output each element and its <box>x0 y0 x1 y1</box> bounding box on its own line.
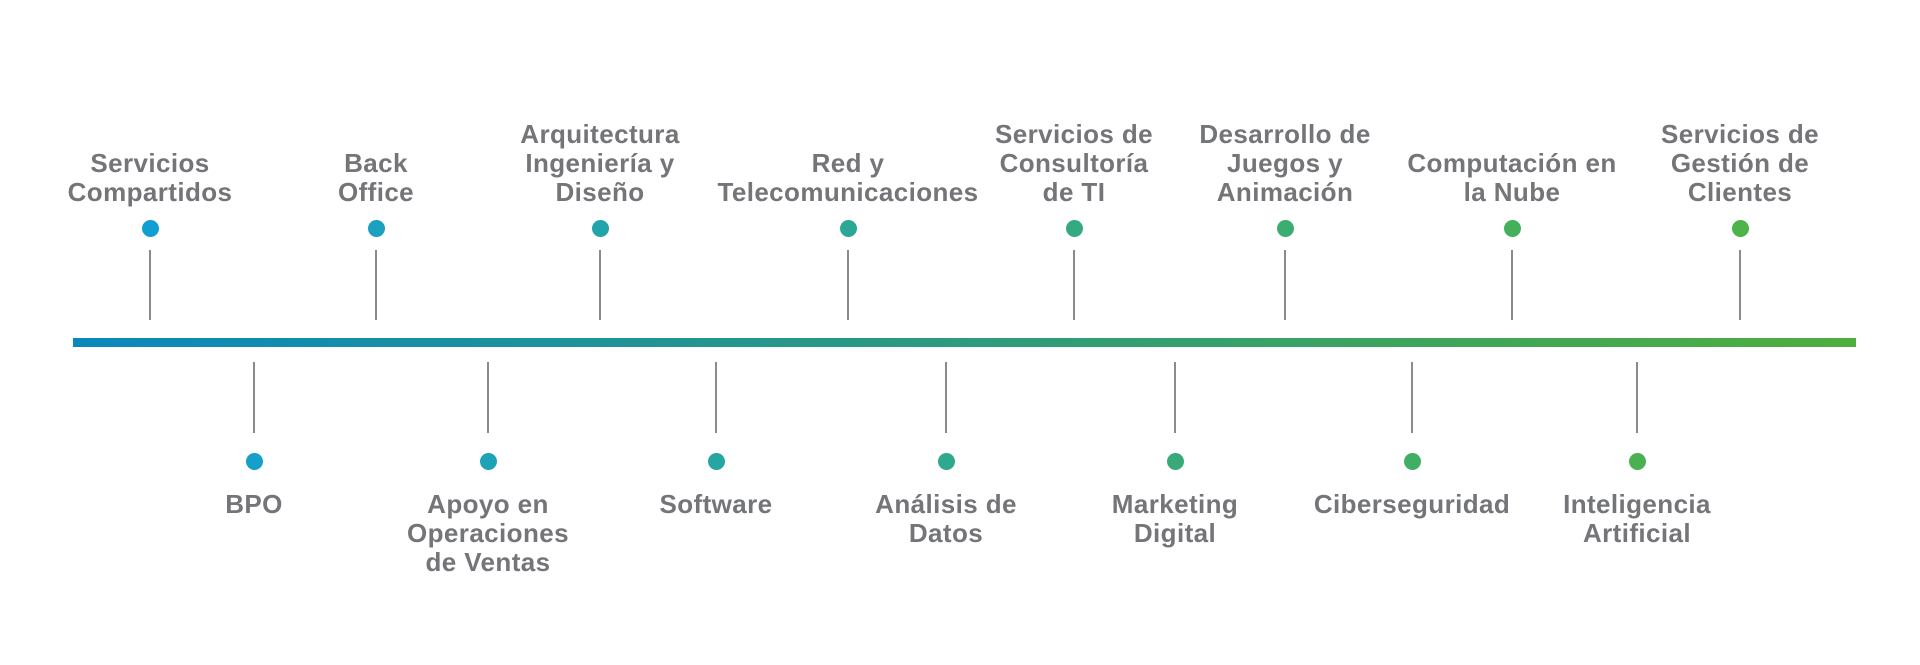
item-label: Arquitectura Ingeniería y Diseño <box>520 119 680 207</box>
item-label: Red y Telecomunicaciones <box>717 148 979 207</box>
timeline-item-ciberseguridad: Ciberseguridad <box>1252 362 1572 519</box>
timeline-item-software: Software <box>556 362 876 519</box>
item-dot <box>1503 220 1521 237</box>
connector-line <box>1511 250 1513 320</box>
timeline-item-red-telecomunicaciones: Red y Telecomunicaciones <box>688 149 1008 320</box>
connector-line <box>1739 250 1741 320</box>
connector-line <box>715 362 717 433</box>
item-label: Marketing Digital <box>1111 489 1239 548</box>
item-dot <box>1276 220 1294 237</box>
connector-line <box>1636 362 1638 433</box>
timeline-item-consultoria-ti: Servicios de Consultoría de TI <box>914 120 1234 320</box>
connector-line <box>1411 362 1413 433</box>
timeline-item-marketing-digital: Marketing Digital <box>1015 362 1335 548</box>
item-dot <box>707 453 725 470</box>
connector-line <box>847 250 849 320</box>
item-dot <box>141 220 159 237</box>
item-label: Servicios Compartidos <box>67 148 233 207</box>
item-dot <box>479 453 497 470</box>
timeline-item-inteligencia-artificial: Inteligencia Artificial <box>1477 362 1797 548</box>
item-label: Apoyo en Operaciones de Ventas <box>407 489 569 577</box>
timeline-item-juegos-animacion: Desarrollo de Juegos y Animación <box>1125 120 1445 320</box>
connector-line <box>375 250 377 320</box>
timeline-item-gestion-clientes: Servicios de Gestión de Clientes <box>1580 120 1900 320</box>
item-dot <box>1628 453 1646 470</box>
timeline-item-back-office: Back Office <box>216 149 536 320</box>
item-label: Servicios de Consultoría de TI <box>995 119 1153 207</box>
item-dot <box>1731 220 1749 237</box>
timeline-item-apoyo-ventas: Apoyo en Operaciones de Ventas <box>328 362 648 577</box>
item-label: Back Office <box>337 148 415 207</box>
connector-line <box>1284 250 1286 320</box>
item-label: BPO <box>225 489 283 519</box>
item-label: Inteligencia Artificial <box>1563 489 1711 548</box>
connector-line <box>945 362 947 433</box>
item-dot <box>245 453 263 470</box>
item-dot <box>591 220 609 237</box>
timeline-item-computacion-nube: Computación en la Nube <box>1352 149 1672 320</box>
timeline-item-servicios-compartidos: Servicios Compartidos <box>0 149 310 320</box>
connector-line <box>253 362 255 433</box>
timeline-item-arquitectura: Arquitectura Ingeniería y Diseño <box>440 120 760 320</box>
connector-line <box>1073 250 1075 320</box>
item-label: Computación en la Nube <box>1407 148 1617 207</box>
connector-line <box>1174 362 1176 433</box>
item-dot <box>367 220 385 237</box>
item-label: Análisis de Datos <box>875 489 1017 548</box>
item-label: Ciberseguridad <box>1313 489 1511 519</box>
item-label: Servicios de Gestión de Clientes <box>1661 119 1819 207</box>
item-label: Software <box>659 489 773 519</box>
item-dot <box>1403 453 1421 470</box>
item-dot <box>839 220 857 237</box>
connector-line <box>149 250 151 320</box>
connector-line <box>487 362 489 433</box>
timeline-bar <box>73 338 1856 347</box>
timeline-item-analisis-datos: Análisis de Datos <box>786 362 1106 548</box>
item-dot <box>1065 220 1083 237</box>
timeline-item-bpo: BPO <box>94 362 414 519</box>
item-dot <box>937 453 955 470</box>
item-dot <box>1166 453 1184 470</box>
item-label: Desarrollo de Juegos y Animación <box>1199 119 1371 207</box>
connector-line <box>599 250 601 320</box>
